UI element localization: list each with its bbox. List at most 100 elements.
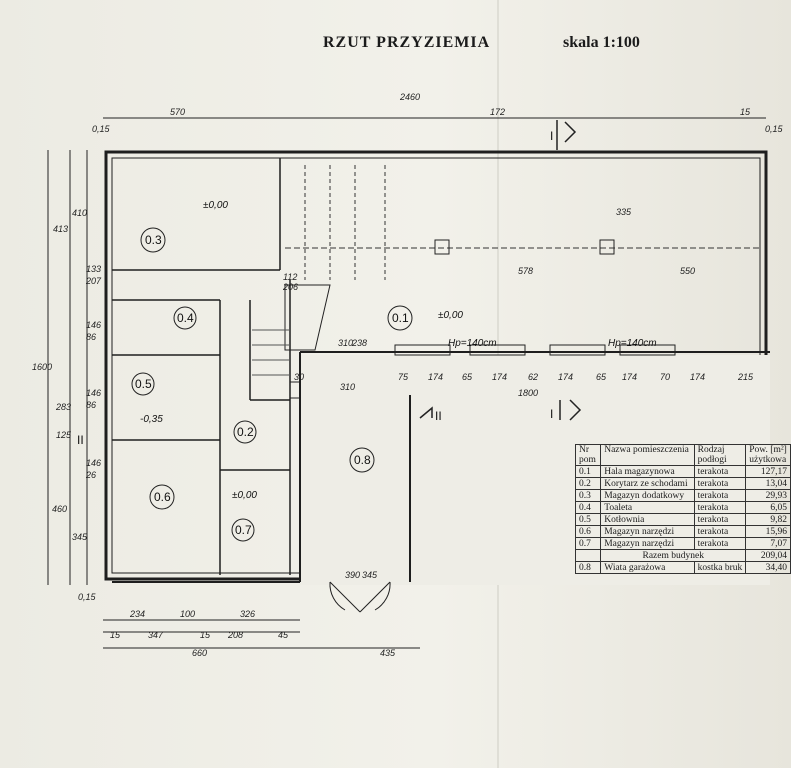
dim-front-70: 70 — [660, 372, 670, 382]
level-03: ±0,00 — [203, 200, 228, 211]
dim-margin-left: 0,15 — [92, 124, 111, 134]
dim-top-total: 2460 — [399, 92, 420, 102]
room-label-04: 0.4 — [177, 311, 194, 325]
dim-front-65b: 65 — [596, 372, 607, 382]
cell-nr: 0.6 — [574, 525, 602, 538]
header-floor: Rodzaj podłogi — [693, 444, 747, 466]
dim-front-62: 62 — [528, 372, 538, 382]
dim-550: 550 — [680, 266, 695, 276]
drawing-scale: skala 1:100 — [563, 34, 640, 51]
dim-front-174e: 174 — [690, 372, 705, 382]
dim-left-146b: 146 — [86, 388, 101, 398]
dim-front-174c: 174 — [558, 372, 573, 382]
cell-floor: terakota — [693, 525, 747, 538]
dim-door-345: 345 — [362, 570, 378, 580]
dim-bottom-15b: 15 — [200, 630, 211, 640]
cell-name: Wiata garażowa — [600, 561, 695, 574]
cell-floor: kostka bruk — [693, 561, 747, 574]
cell-name: Korytarz ze schodami — [600, 477, 695, 490]
room-label-03: 0.3 — [145, 233, 162, 247]
dim-bottom-347: 347 — [148, 630, 164, 640]
hp-label-a: Hp=140cm — [448, 338, 497, 349]
drawing-title: RZUT PRZYZIEMIA — [323, 34, 491, 51]
cell-name: Magazyn narzędzi — [600, 537, 695, 550]
dim-left-86a: 86 — [86, 332, 96, 342]
dim-left-413: 413 — [53, 224, 68, 234]
column-marker — [599, 239, 615, 255]
level-07: ±0,00 — [232, 490, 257, 501]
section-marker-2-left: II — [77, 433, 84, 447]
cell-name: Toaleta — [600, 501, 695, 514]
dim-left-410: 410 — [72, 208, 87, 218]
room-label-05: 0.5 — [135, 377, 152, 391]
dim-left-86b: 86 — [86, 400, 96, 410]
cell-area: 29,93 — [745, 489, 791, 502]
cell-name: Magazyn narzędzi — [600, 525, 695, 538]
cell-nr: 0.4 — [574, 501, 602, 514]
cell-floor: terakota — [693, 513, 747, 526]
dim-310: 310 — [338, 338, 353, 348]
dim-578: 578 — [518, 266, 533, 276]
dim-margin-right: 0,15 — [765, 124, 784, 134]
cell-floor: terakota — [693, 465, 747, 478]
section-marker-2: II — [435, 409, 442, 423]
dim-left-146a: 146 — [86, 320, 101, 330]
cell-name: Hala magazynowa — [600, 465, 695, 478]
cell-empty — [574, 549, 602, 562]
cell-floor: terakota — [693, 501, 747, 514]
hp-label-b: Hp=140cm — [608, 338, 657, 349]
cell-total-area: 209,04 — [745, 549, 791, 562]
dim-front-310: 310 — [340, 382, 355, 392]
level-05: -0,35 — [140, 414, 163, 425]
cell-nr: 0.8 — [574, 561, 602, 574]
cell-area: 6,05 — [745, 501, 791, 514]
dim-bottom-326: 326 — [240, 609, 255, 619]
dim-bottom-435: 435 — [380, 648, 396, 658]
dim-112: 112 — [283, 272, 297, 282]
section-marker-1: I — [550, 129, 553, 143]
dim-top-right: 15 — [740, 107, 751, 117]
cell-nr: 0.3 — [574, 489, 602, 502]
dim-bottom-660: 660 — [192, 648, 207, 658]
cell-floor: terakota — [693, 537, 747, 550]
column-marker — [434, 239, 450, 255]
dim-left-283: 283 — [55, 402, 71, 412]
dim-left-133: 133 — [86, 264, 101, 274]
room-label-02: 0.2 — [237, 425, 254, 439]
dim-left-207: 207 — [85, 276, 102, 286]
cell-area: 13,04 — [745, 477, 791, 490]
dim-left-125: 125 — [56, 430, 72, 440]
dim-left-345: 345 — [72, 532, 88, 542]
dim-bottom-234: 234 — [129, 609, 145, 619]
dim-bottom-208: 208 — [227, 630, 243, 640]
dim-left-total: 1600 — [32, 362, 52, 372]
room-label-07: 0.7 — [235, 523, 252, 537]
header-area: Pow. [m²] użytkowa — [745, 444, 791, 466]
dim-left-26: 26 — [85, 470, 96, 480]
dim-col-335: 335 — [616, 207, 632, 217]
dim-front-174b: 174 — [492, 372, 507, 382]
stair-outline — [284, 284, 331, 351]
room-label-06: 0.6 — [154, 490, 171, 504]
dim-left-146c: 146 — [86, 458, 101, 468]
dim-front-30: 30 — [294, 372, 304, 382]
dim-front-1800: 1800 — [518, 388, 538, 398]
dim-top-mid: 172 — [490, 107, 505, 117]
dim-bottom-45: 45 — [278, 630, 289, 640]
dim-top-left: 570 — [170, 107, 185, 117]
room-label-01: 0.1 — [392, 311, 409, 325]
room-schedule-table: Nr pom Nazwa pomieszczenia Rodzaj podłog… — [574, 444, 791, 574]
dim-bottom-15a: 15 — [110, 630, 121, 640]
dim-front-174d: 174 — [622, 372, 637, 382]
dim-front-65a: 65 — [462, 372, 473, 382]
dim-238: 238 — [351, 338, 367, 348]
cell-nr: 0.1 — [574, 465, 602, 478]
table-header-row: Nr pom Nazwa pomieszczenia Rodzaj podłog… — [574, 444, 791, 466]
